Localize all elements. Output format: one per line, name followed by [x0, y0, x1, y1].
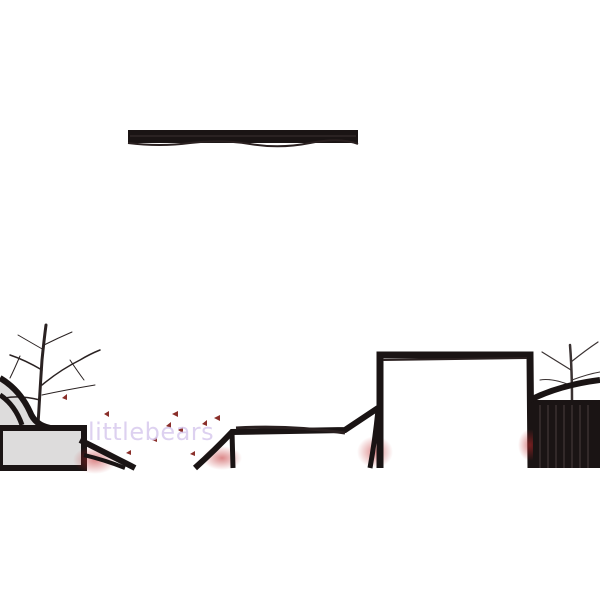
- tall-vine-block: [357, 351, 535, 469]
- butterfly-icon: [172, 411, 178, 417]
- butterfly-icon: [166, 422, 171, 428]
- right-tree: [539, 341, 600, 402]
- butterfly-icon: [62, 394, 67, 400]
- butterfly-icon: [202, 420, 207, 426]
- butterfly-icon: [152, 437, 157, 442]
- right-vine-block: [518, 377, 600, 468]
- low-vine-ledge: [192, 405, 380, 471]
- butterfly-icon: [214, 415, 220, 421]
- floating-vine-platform: [127, 130, 359, 148]
- butterfly-icon: [104, 411, 109, 417]
- butterfly-icon: [126, 450, 131, 455]
- left-vine-block: [0, 375, 137, 474]
- butterfly-group: [62, 394, 220, 456]
- butterfly-icon: [178, 427, 183, 433]
- butterfly-icon: [190, 451, 195, 456]
- left-tree: [4, 323, 101, 427]
